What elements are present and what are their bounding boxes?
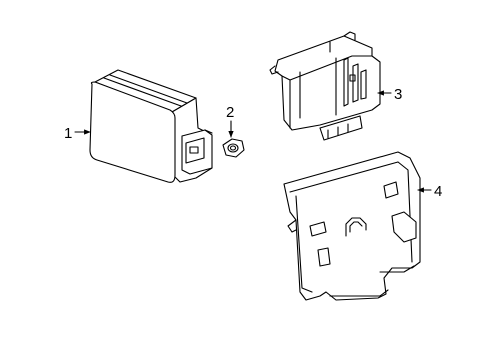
mounting-bracket-icon: [283, 151, 421, 301]
radar-sensor-module-icon: [89, 69, 213, 183]
callout-4: 4: [434, 183, 442, 200]
hex-nut-icon: [222, 138, 245, 158]
callout-1: 1: [64, 125, 72, 142]
callout-3: 3: [394, 86, 402, 103]
callout-leaders: [74, 90, 432, 193]
callout-2: 2: [226, 104, 234, 121]
control-module-icon: [269, 31, 381, 141]
